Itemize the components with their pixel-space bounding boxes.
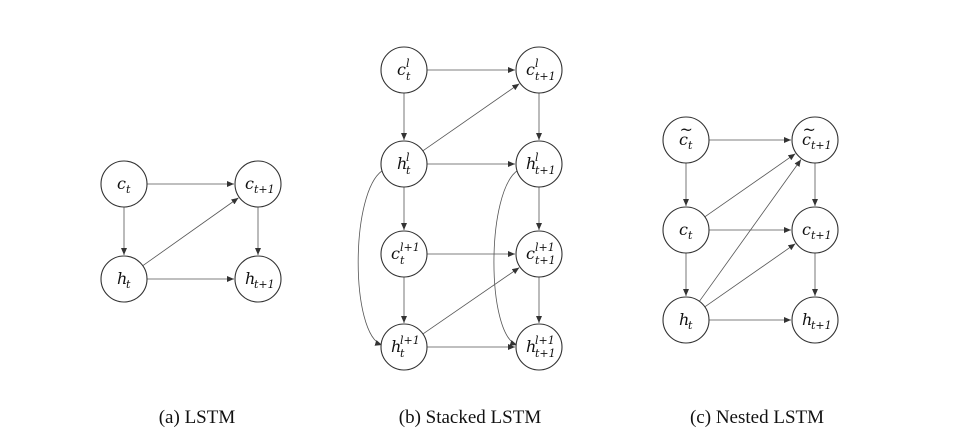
edge-h_l1_t-to-c_l1_t1 bbox=[422, 267, 520, 335]
node-h_t: ht bbox=[100, 255, 148, 303]
node-label: ht bbox=[679, 310, 693, 332]
edges-lstm bbox=[121, 181, 261, 282]
node-circle bbox=[515, 46, 563, 94]
edge-h_l_t1-to-h_l1_t1 bbox=[493, 169, 519, 346]
edge-c_t-to-ct_t1 bbox=[704, 153, 796, 218]
node-c_t1: ct+1 bbox=[791, 206, 839, 254]
node-circle bbox=[662, 296, 710, 344]
edge-h_t-to-c_t1 bbox=[142, 197, 239, 267]
node-label: ct bbox=[679, 130, 693, 152]
node-ct_t: ct~ bbox=[662, 116, 710, 164]
node-circle bbox=[380, 46, 428, 94]
node-label: ht+1 bbox=[245, 269, 275, 291]
node-h_t: ht bbox=[662, 296, 710, 344]
node-circle bbox=[234, 160, 282, 208]
node-circle bbox=[380, 323, 428, 371]
caption-nested-lstm: (c) Nested LSTM bbox=[690, 407, 824, 428]
node-label: ct bbox=[117, 174, 131, 196]
node-circle bbox=[791, 296, 839, 344]
node-label: ct+1 bbox=[802, 220, 832, 242]
node-circle bbox=[100, 255, 148, 303]
tilde-accent: ~ bbox=[803, 120, 816, 139]
node-circle bbox=[234, 255, 282, 303]
diagram-lstm: ct ct+1 ht ht+1 (a) LSTM bbox=[100, 160, 282, 428]
node-label: ct bbox=[679, 220, 693, 242]
edges-stacked-lstm bbox=[357, 67, 542, 350]
node-c_t: ct bbox=[662, 206, 710, 254]
node-circle bbox=[100, 160, 148, 208]
edge-h_l_t-to-h_l1_t bbox=[357, 169, 384, 346]
caption-lstm: (a) LSTM bbox=[159, 407, 236, 428]
node-label: ht bbox=[117, 269, 131, 291]
node-h_t1: ht+1 bbox=[791, 296, 839, 344]
tilde-accent: ~ bbox=[680, 120, 693, 139]
node-circle bbox=[515, 230, 563, 278]
node-circle bbox=[662, 206, 710, 254]
node-circle bbox=[662, 116, 710, 164]
node-c_t: ct bbox=[100, 160, 148, 208]
edge-h_t-to-c_t1 bbox=[704, 243, 796, 308]
node-h_t1: ht+1 bbox=[234, 255, 282, 303]
node-circle bbox=[791, 206, 839, 254]
node-c_t1: ct+1 bbox=[234, 160, 282, 208]
node-circle bbox=[380, 140, 428, 188]
caption-stacked-lstm: (b) Stacked LSTM bbox=[399, 407, 542, 428]
node-label: ht+1 bbox=[802, 310, 832, 332]
node-label: ct+1 bbox=[245, 174, 275, 196]
node-circle bbox=[515, 323, 563, 371]
node-circle bbox=[515, 140, 563, 188]
node-circle bbox=[791, 116, 839, 164]
edges-nested-lstm bbox=[683, 137, 818, 323]
nodes-lstm: ct ct+1 ht ht+1 bbox=[100, 160, 282, 303]
node-ct_t1: ct+1~ bbox=[791, 116, 839, 164]
node-label: ct+1 bbox=[802, 130, 832, 152]
edge-h_l_t-to-c_l_t1 bbox=[422, 83, 520, 152]
edge-h_t-to-ct_t1 bbox=[699, 159, 802, 302]
node-circle bbox=[380, 230, 428, 278]
